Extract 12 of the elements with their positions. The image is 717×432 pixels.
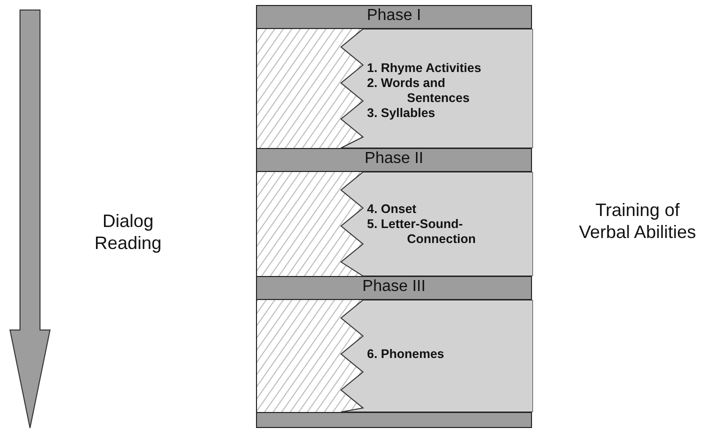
side-label: Dialog Reading bbox=[93, 210, 163, 254]
phase-band: Phase II bbox=[256, 148, 532, 172]
activity-item: 4. Onset bbox=[367, 202, 418, 217]
activity-item: 5. Letter-Sound-Connection bbox=[367, 217, 477, 247]
phase-band: Phase III bbox=[256, 276, 532, 300]
activity-item: 3. Syllables bbox=[367, 106, 436, 121]
side-label: Training of Verbal Abilities bbox=[578, 199, 698, 243]
activity-item: 6. Phonemes bbox=[367, 347, 446, 362]
bottom-band bbox=[256, 412, 532, 428]
activity-item: 1. Rhyme Activities bbox=[367, 61, 482, 76]
phase-band: Phase I bbox=[256, 5, 532, 29]
activity-item: 2. Words and Sentences bbox=[367, 76, 471, 106]
